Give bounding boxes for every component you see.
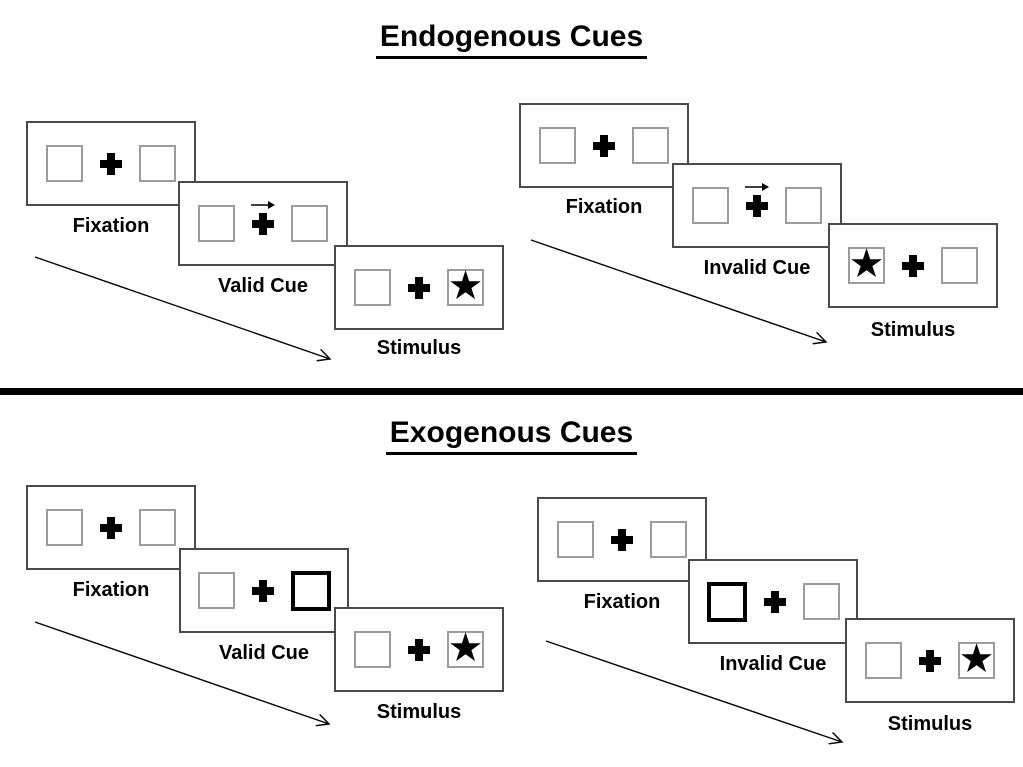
fixation-screen [519,103,689,188]
fixation-cross-icon [919,649,941,672]
cue-arrow-icon [251,200,275,209]
invalid-cue-screen [688,559,858,644]
panel-label-fixation: Fixation [583,591,661,613]
stimulus-screen: ★ [828,223,998,308]
panel-label-invalid-cue: Invalid Cue [703,257,811,279]
panel-label-stimulus: Stimulus [870,319,956,341]
section-title-endogenous-text: Endogenous Cues [375,20,648,59]
right-box [632,127,669,164]
fixation-cross-icon [408,276,430,299]
fixation-cross-wrap [100,152,122,175]
right-box: ★ [958,636,995,682]
fixation-cross-wrap [611,528,633,551]
fixation-cross-icon [252,212,274,235]
panel-label-valid-cue: Valid Cue [218,642,310,664]
fixation-cross-icon [408,638,430,661]
right-box: ★ [447,263,484,309]
fixation-cross-wrap [408,276,430,299]
fixation-cross-wrap [251,579,274,602]
panel-label-stimulus: Stimulus [887,713,973,735]
fixation-cross-wrap [919,649,941,672]
panel-label-valid-cue: Valid Cue [217,275,309,297]
fixation-cross-wrap [100,516,122,539]
left-box [354,631,391,668]
section-title-exogenous-text: Exogenous Cues [385,416,638,455]
fixation-cross-wrap [745,182,769,217]
fixation-cross-icon [763,590,786,613]
star-icon: ★ [447,625,484,671]
right-box-highlighted [290,570,331,611]
fixation-cross-icon [902,254,924,277]
fixation-cross-wrap [902,254,924,277]
right-box [802,583,840,620]
right-box: ★ [447,625,484,671]
stimulus-screen: ★ [845,618,1015,703]
fixation-screen [537,497,707,582]
panel-label-invalid-cue: Invalid Cue [719,653,827,675]
fixation-screen [26,485,196,570]
fixation-cross-wrap [408,638,430,661]
star-icon: ★ [447,263,484,309]
star-icon: ★ [848,241,885,287]
fixation-cross-wrap [763,590,786,613]
timeline-arrow-endogenous-invalid [530,239,828,345]
panel-label-stimulus: Stimulus [376,337,462,359]
timeline-arrow-endogenous-valid [34,256,332,362]
left-box [539,127,576,164]
right-box [291,205,328,242]
fixation-cross-icon [100,516,122,539]
panel-label-fixation: Fixation [72,215,150,237]
star-icon: ★ [958,636,995,682]
fixation-cross-icon [100,152,122,175]
right-box [139,145,176,182]
left-box: ★ [848,241,885,287]
section-title-exogenous: Exogenous Cues [0,416,1023,455]
left-box [197,572,235,609]
section-divider [0,388,1023,395]
fixation-cross-wrap [251,200,275,235]
fixation-screen [26,121,196,206]
valid-cue-screen [178,181,348,266]
left-box [198,205,235,242]
right-box [650,521,687,558]
panel-label-fixation: Fixation [565,196,643,218]
left-box [692,187,729,224]
stimulus-screen: ★ [334,245,504,330]
right-box [941,247,978,284]
left-box [46,145,83,182]
stimulus-screen: ★ [334,607,504,692]
panel-label-stimulus: Stimulus [376,701,462,723]
fixation-cross-icon [746,194,768,217]
valid-cue-screen [179,548,349,633]
timeline-arrow-exogenous-valid [34,621,331,727]
fixation-cross-icon [611,528,633,551]
fixation-cross-wrap [593,134,615,157]
cue-arrow-icon [745,182,769,191]
left-box [46,509,83,546]
invalid-cue-screen [672,163,842,248]
fixation-cross-icon [593,134,615,157]
right-box [139,509,176,546]
fixation-cross-icon [251,579,274,602]
left-box [865,642,902,679]
left-box-highlighted [706,581,747,622]
section-title-endogenous: Endogenous Cues [0,20,1023,59]
left-box [557,521,594,558]
left-box [354,269,391,306]
panel-label-fixation: Fixation [72,579,150,601]
right-box [785,187,822,224]
